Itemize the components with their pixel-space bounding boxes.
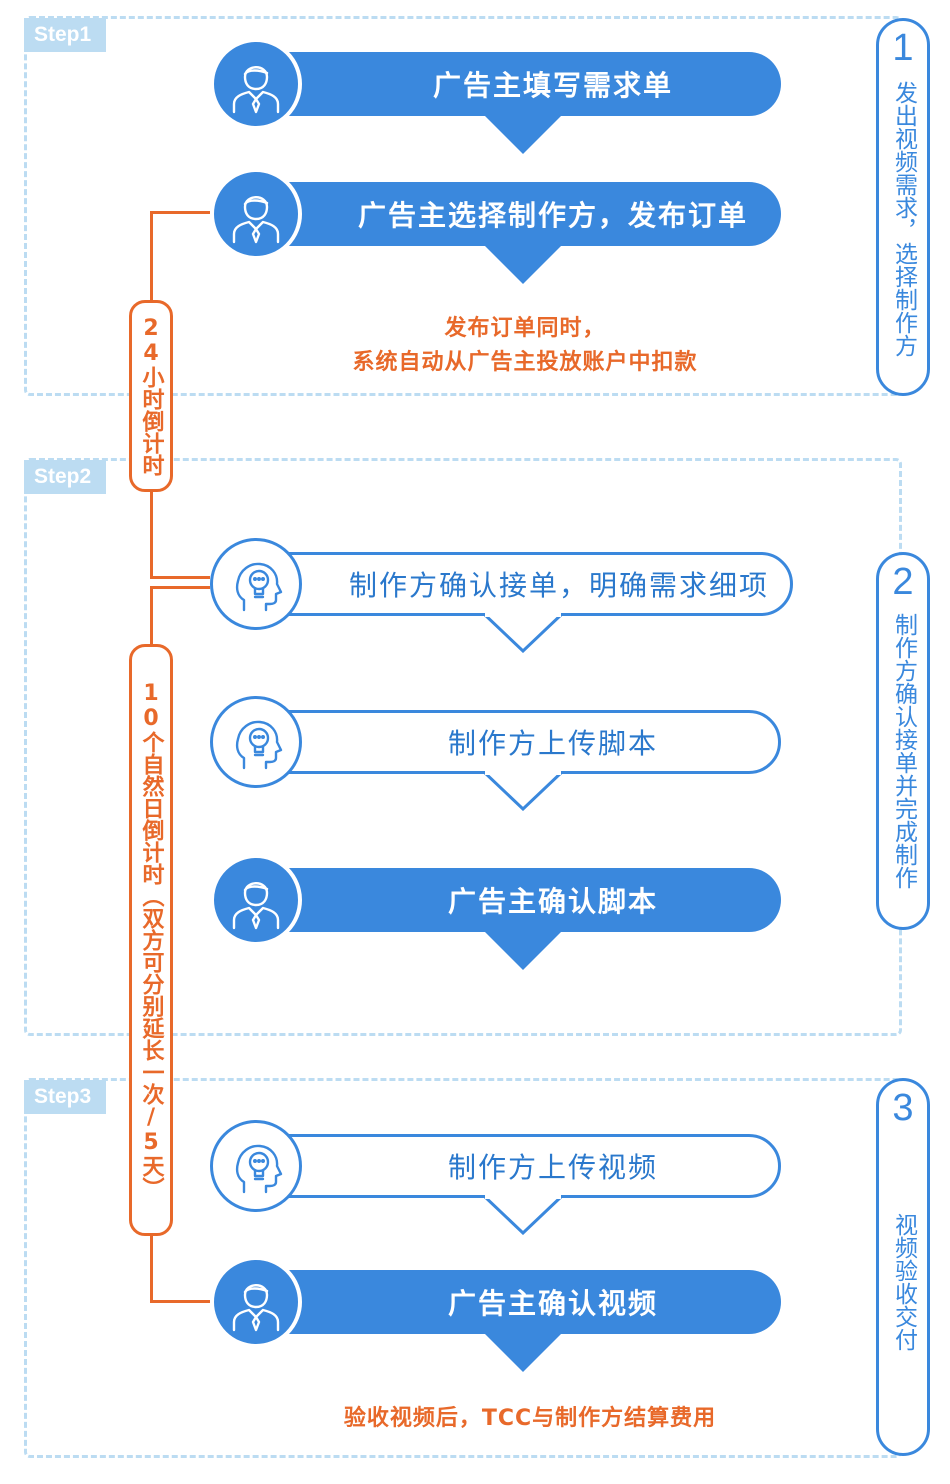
step3-tag: Step3 xyxy=(24,1080,106,1114)
idea-head-icon xyxy=(235,562,283,612)
producer-avatar-1 xyxy=(210,538,302,630)
flow-bar-6: 制作方上传视频 xyxy=(235,1134,781,1198)
order-note: 发布订单同时， 系统自动从广告主投放账户中扣款 xyxy=(300,312,750,380)
flow-bar-3: 制作方确认接单，明确需求细项 xyxy=(235,552,793,616)
flow-pointer-6 xyxy=(483,1195,563,1235)
step1-tag: Step1 xyxy=(24,18,106,52)
timeline-line-6 xyxy=(150,586,153,646)
phase-1-number: 1 xyxy=(892,27,914,69)
phase-3-number: 3 xyxy=(892,1087,914,1129)
producer-avatar-3 xyxy=(210,1120,302,1212)
advertiser-avatar-2 xyxy=(210,168,302,260)
phase-3-capsule: 3 视频验收交付 xyxy=(876,1078,930,1456)
advertiser-avatar-4 xyxy=(210,1256,302,1348)
timeline-line-5 xyxy=(150,586,210,589)
businessman-icon xyxy=(232,882,280,930)
phase-3-label: 视频验收交付 xyxy=(890,1213,917,1351)
phase-2-number: 2 xyxy=(892,561,914,603)
flow-bar-4: 制作方上传脚本 xyxy=(235,710,781,774)
advertiser-avatar-3 xyxy=(210,854,302,946)
businessman-icon xyxy=(232,1284,280,1332)
timeline-line-4 xyxy=(150,576,210,579)
timeline-line-1 xyxy=(150,211,210,214)
flow-bar-5: 广告主确认脚本 xyxy=(235,868,781,932)
flow-pointer-1 xyxy=(483,114,563,154)
businessman-icon xyxy=(232,196,280,244)
flow-pointer-3 xyxy=(483,613,563,653)
order-note-line2: 系统自动从广告主投放账户中扣款 xyxy=(352,350,698,375)
flow-pointer-2 xyxy=(483,244,563,284)
flow-pointer-4 xyxy=(483,771,563,811)
flow-bar-7: 广告主确认视频 xyxy=(235,1270,781,1334)
timer-10-days: 10个自然日倒计时（双方可分别延长一次/5天） xyxy=(129,644,173,1236)
timeline-line-7 xyxy=(150,1234,153,1302)
idea-head-icon xyxy=(235,720,283,770)
settlement-note: 验收视频后，TCC与制作方结算费用 xyxy=(343,1406,717,1431)
businessman-icon xyxy=(232,66,280,114)
producer-avatar-2 xyxy=(210,696,302,788)
phase-1-capsule: 1 发出视频需求，选择制作方 xyxy=(876,18,930,396)
phase-2-label: 制作方确认接单并完成制作 xyxy=(890,613,917,889)
flow-bar-2: 广告主选择制作方，发布订单 xyxy=(235,182,781,246)
phase-2-capsule: 2 制作方确认接单并完成制作 xyxy=(876,552,930,930)
flow-pointer-5 xyxy=(483,930,563,970)
advertiser-avatar-1 xyxy=(210,38,302,130)
timeline-line-8 xyxy=(150,1300,210,1303)
timeline-line-2 xyxy=(150,211,153,301)
step2-tag: Step2 xyxy=(24,460,106,494)
order-note-line1: 发布订单同时， xyxy=(444,316,606,341)
flow-bar-1: 广告主填写需求单 xyxy=(235,52,781,116)
idea-head-icon xyxy=(235,1144,283,1194)
flow-pointer-7 xyxy=(483,1332,563,1372)
timeline-line-3 xyxy=(150,490,153,578)
phase-1-label: 发出视频需求，选择制作方 xyxy=(890,81,917,357)
timer-24h: 24小时倒计时 xyxy=(129,300,173,492)
